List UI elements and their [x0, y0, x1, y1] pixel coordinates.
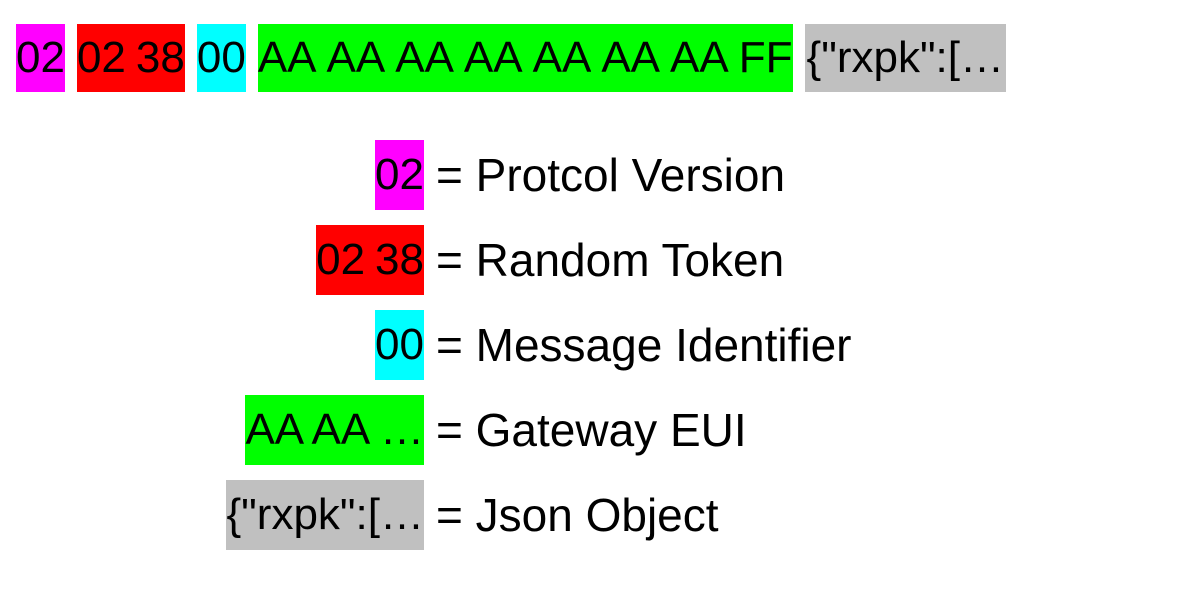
- gateway-separator: [316, 24, 327, 92]
- gateway-byte: AA: [532, 24, 592, 92]
- legend-key-separator: [365, 225, 376, 295]
- legend-row: AA AA …= Gateway EUI: [0, 395, 1200, 469]
- legend-key-text: 02: [375, 140, 424, 210]
- legend-label: = Message Identifier: [436, 319, 852, 371]
- gateway-byte: AA: [257, 24, 317, 92]
- legend-row: {"rxpk":[…= Json Object: [0, 480, 1200, 554]
- legend-key-text: {"rxpk":[…: [226, 480, 424, 550]
- gateway-byte: FF: [738, 24, 793, 92]
- token-byte: 02: [76, 24, 126, 92]
- gateway-separator: [591, 24, 602, 92]
- identifier-byte: 00: [196, 24, 246, 92]
- json-group: {"rxpk":[…: [804, 24, 1007, 92]
- legend-label: = Gateway EUI: [436, 404, 747, 456]
- legend-key-swatch: AA AA …: [245, 395, 424, 465]
- legend-key-text: 38: [375, 225, 424, 295]
- legend-key-text: 00: [375, 310, 424, 380]
- gateway-byte: AA: [601, 24, 661, 92]
- gateway-byte: AA: [670, 24, 729, 92]
- gateway-byte: AA: [463, 24, 523, 92]
- token-separator: [125, 24, 136, 92]
- version-group: 02: [16, 24, 65, 92]
- legend-key-swatch: 00: [375, 310, 424, 380]
- legend-row: 00= Message Identifier: [0, 310, 1200, 384]
- gateway-separator: [660, 24, 671, 92]
- gateway-byte: AA: [326, 24, 386, 92]
- legend-key-swatch: {"rxpk":[…: [226, 480, 424, 550]
- legend-label: = Protcol Version: [436, 149, 786, 201]
- gateway-byte: AA: [395, 24, 454, 92]
- legend-label: = Random Token: [436, 234, 785, 286]
- legend-key-text: AA AA …: [245, 395, 424, 465]
- legend-row: 02= Protcol Version: [0, 140, 1200, 214]
- identifier-group: 00: [196, 24, 246, 92]
- token-byte: 38: [135, 24, 185, 92]
- legend-key-text: 02: [316, 225, 366, 295]
- legend-label: = Json Object: [436, 489, 719, 541]
- legend-key-swatch: 02: [375, 140, 424, 210]
- gateway-separator: [728, 24, 739, 92]
- version-byte: 02: [16, 24, 65, 92]
- gateway-separator: [453, 24, 464, 92]
- json-snippet: {"rxpk":[…: [804, 24, 1007, 92]
- gateway-separator: [385, 24, 396, 92]
- gateway-separator: [522, 24, 533, 92]
